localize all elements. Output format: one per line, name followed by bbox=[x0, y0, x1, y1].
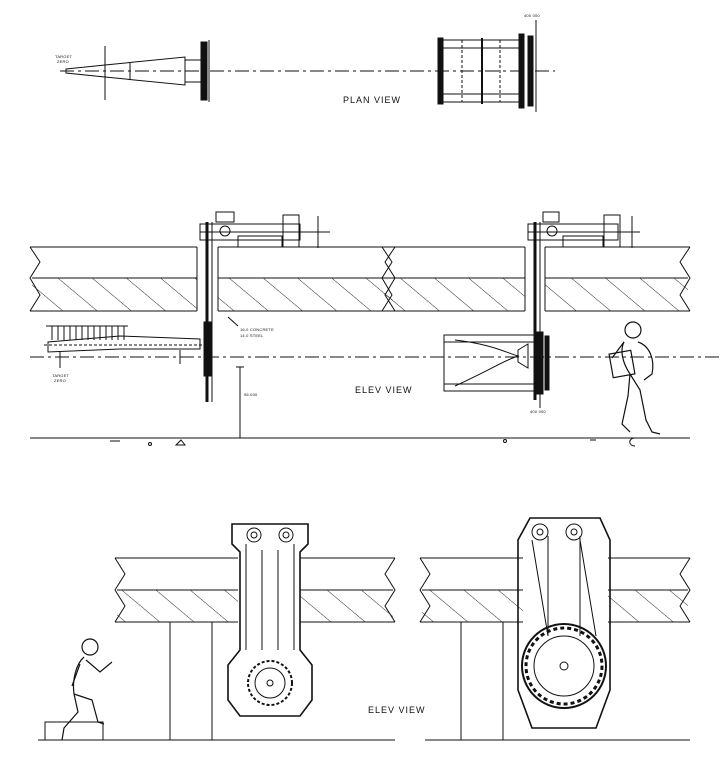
plan-view bbox=[60, 20, 555, 112]
pier-right bbox=[460, 621, 504, 741]
bearing-ring-left bbox=[247, 660, 293, 706]
concrete-label: 16.0 CONCRETE bbox=[240, 327, 274, 332]
plan-flange bbox=[200, 41, 208, 101]
person-climbing bbox=[61, 638, 113, 741]
person-carrying-box bbox=[608, 321, 661, 435]
elev-drum bbox=[443, 334, 537, 392]
elev-flange bbox=[203, 321, 213, 377]
bearing-ring-right bbox=[521, 623, 607, 709]
section-right bbox=[419, 517, 691, 741]
section-left bbox=[38, 523, 396, 741]
position-label-plan: 400 000 bbox=[524, 13, 540, 18]
target-label-plan-1: TARGET bbox=[55, 54, 73, 59]
steel-label: 14.0 STEEL bbox=[240, 333, 264, 338]
elev-view-title-lower: ELEV VIEW bbox=[368, 705, 426, 715]
yoke-left bbox=[227, 523, 313, 717]
elevation-right bbox=[381, 211, 691, 447]
pier-left bbox=[169, 621, 213, 741]
yoke-right bbox=[517, 517, 611, 729]
plan-view-title: PLAN VIEW bbox=[343, 95, 402, 105]
target-label-elev-1: TARGET bbox=[52, 373, 70, 378]
elev-snout bbox=[47, 335, 201, 353]
target-label-elev-2: ZERO bbox=[54, 378, 66, 383]
position-label-elev: 400 000 bbox=[530, 409, 546, 414]
elev-view-title-upper: ELEV VIEW bbox=[355, 385, 413, 395]
elevation-left bbox=[29, 211, 720, 446]
height-dimension: 96.000 bbox=[244, 392, 258, 397]
target-label-plan-2: ZERO bbox=[57, 59, 69, 64]
